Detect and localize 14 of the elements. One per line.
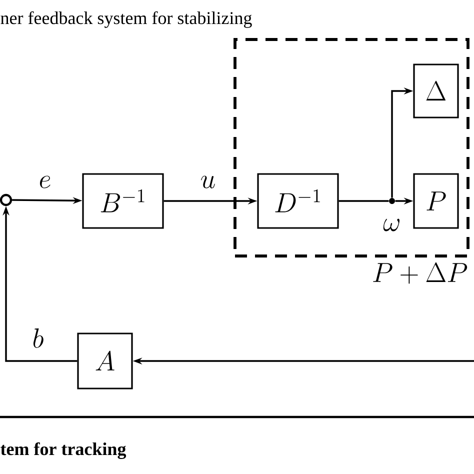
block-box: $A$ — [77, 332, 133, 390]
region-label: $P + \Delta P$ — [373, 262, 468, 284]
block-box: $D^{-1}$ — [257, 173, 339, 229]
block-box: $\Delta$ — [413, 64, 459, 118]
block-box: $B^{-1}$ — [82, 173, 164, 229]
edge-label: $\omega$ — [383, 218, 400, 232]
summing-junction — [0, 194, 12, 206]
caption-text: ner feedback system for stabilizing — [0, 11, 252, 28]
caption-text: tem for tracking — [0, 442, 126, 459]
dashed-region — [234, 38, 470, 258]
edge-label: $b$ — [33, 328, 44, 348]
edge-label: $e$ — [40, 176, 50, 188]
edge-label: $u$ — [201, 176, 215, 188]
block-box: $P$ — [413, 173, 459, 229]
